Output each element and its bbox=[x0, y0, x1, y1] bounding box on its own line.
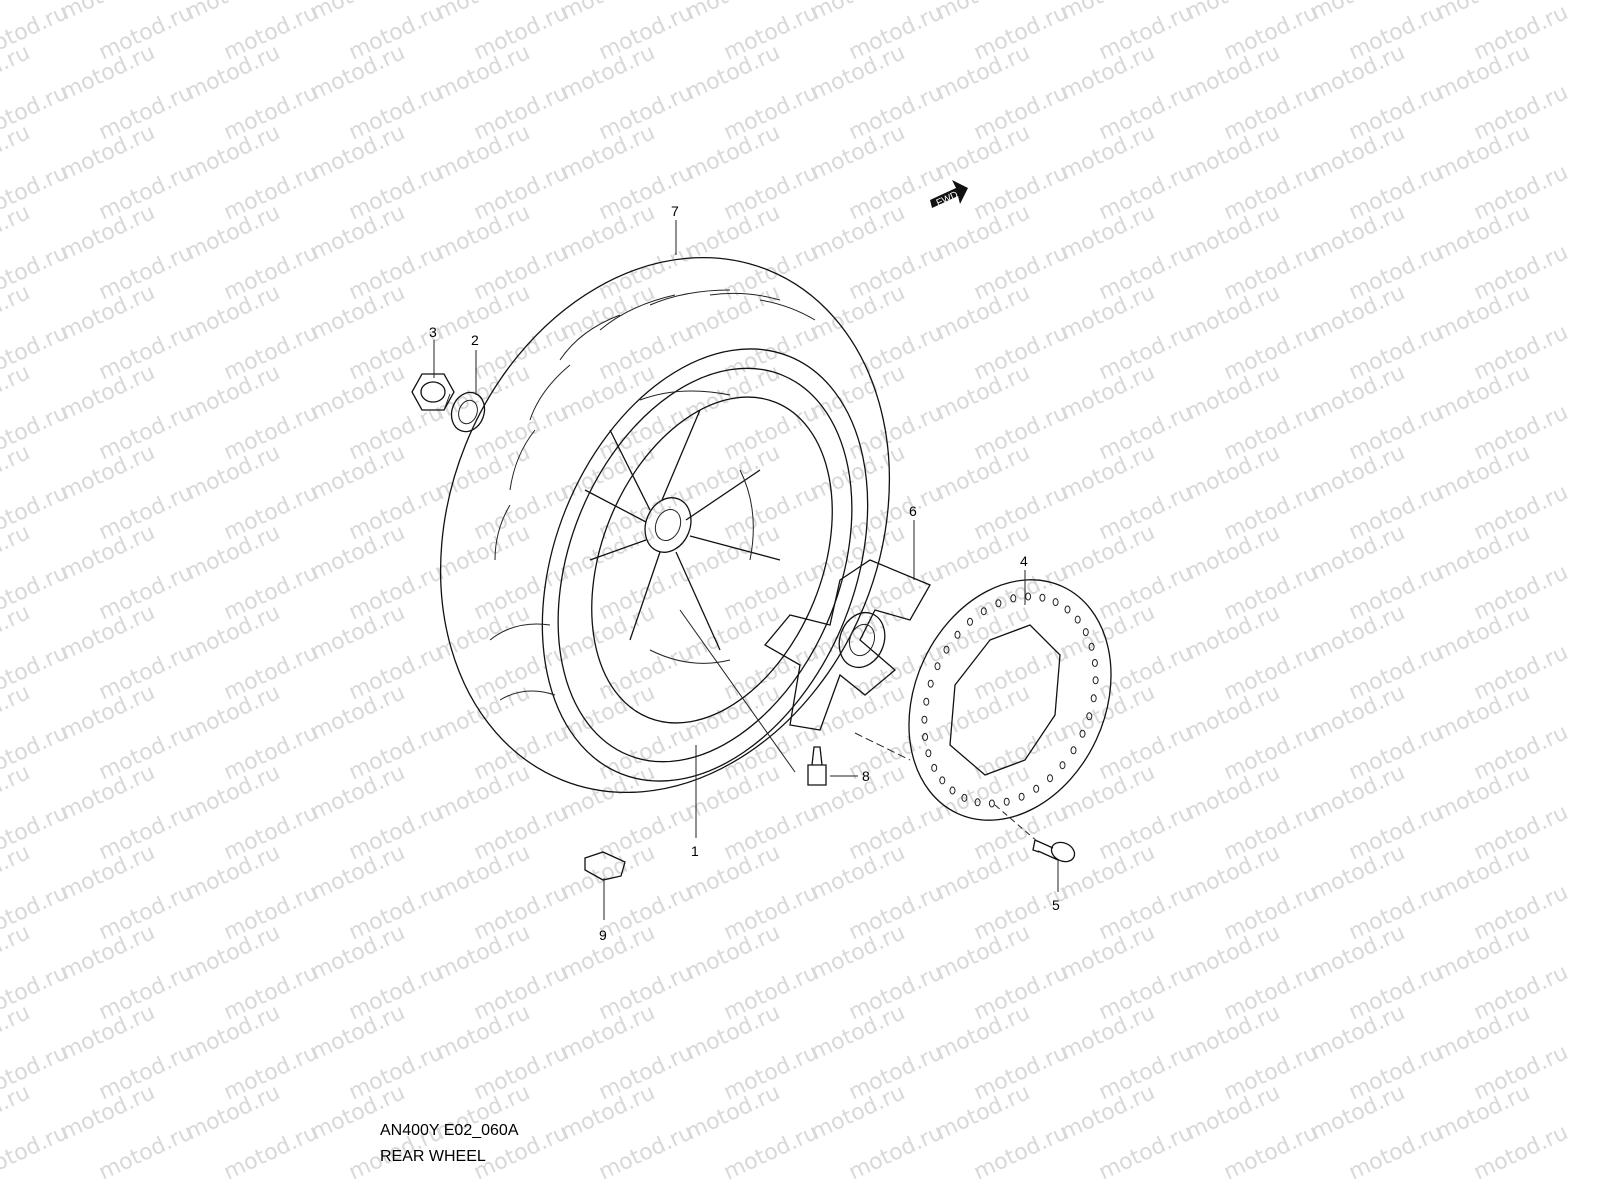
disc-hole bbox=[925, 749, 932, 758]
fwd-label: FWD bbox=[935, 190, 960, 210]
disc-hole bbox=[967, 617, 973, 626]
watermark-text: motod.ru bbox=[970, 1120, 1072, 1185]
disc-hole bbox=[988, 799, 995, 808]
watermark-text: motod.ru bbox=[1220, 1120, 1322, 1185]
disc-hole bbox=[961, 793, 968, 802]
disc-hole bbox=[1052, 598, 1059, 607]
callout-5: 5 bbox=[1052, 897, 1060, 913]
callout-9: 9 bbox=[599, 927, 607, 943]
disc-hole bbox=[1010, 594, 1017, 603]
disc-hole bbox=[1033, 784, 1040, 793]
leader-lines bbox=[433, 220, 1059, 920]
callout-2: 2 bbox=[471, 332, 479, 348]
watermark-text: motod.ru bbox=[220, 1120, 322, 1185]
disc-bolt bbox=[1032, 839, 1076, 863]
wheel-rim bbox=[557, 367, 853, 763]
disc-hole bbox=[1090, 694, 1097, 703]
disc-hole bbox=[1064, 605, 1071, 614]
callout-3: 3 bbox=[429, 324, 437, 340]
watermark-text: motod.ru bbox=[720, 1120, 822, 1185]
disc-hole bbox=[939, 776, 946, 785]
callout-4: 4 bbox=[1020, 553, 1028, 569]
disc-hole bbox=[1059, 761, 1066, 770]
brake-disc bbox=[908, 579, 1112, 821]
watermark-layer: motod.ru motod.ru motod.ru motod.ru motod.ru… bbox=[0, 0, 1572, 1185]
disc-hole bbox=[922, 733, 929, 741]
disc-hole bbox=[1079, 729, 1086, 738]
diagram-title: REAR WHEEL bbox=[380, 1148, 486, 1165]
watermark-text: motod.ru bbox=[0, 1120, 72, 1185]
disc-hole bbox=[927, 679, 934, 688]
disc-hole bbox=[954, 630, 961, 639]
callout-8: 8 bbox=[862, 768, 870, 784]
disc-hole bbox=[1082, 628, 1089, 637]
callout-6: 6 bbox=[909, 503, 917, 519]
disc-hole bbox=[1025, 592, 1032, 601]
disc-hole bbox=[934, 662, 941, 671]
disc-hole bbox=[995, 599, 1002, 608]
disc-hole bbox=[1086, 712, 1093, 721]
disc-hole bbox=[1047, 774, 1053, 783]
callout-1: 1 bbox=[691, 843, 699, 859]
balance-weight bbox=[584, 851, 626, 881]
disc-hole bbox=[923, 697, 930, 706]
watermark-text: motod.ru bbox=[1095, 1120, 1197, 1185]
brake-disc-hub bbox=[764, 559, 931, 731]
disc-hole bbox=[1003, 797, 1010, 806]
watermark-text: motod.ru bbox=[95, 1120, 197, 1185]
axle-nut bbox=[411, 373, 455, 411]
disc-hole bbox=[931, 763, 938, 772]
disc-hole bbox=[1091, 659, 1098, 667]
disc-hole bbox=[980, 607, 987, 616]
watermark-text: motod.ru bbox=[845, 1120, 947, 1185]
tire bbox=[439, 256, 891, 794]
disc-hole bbox=[1092, 676, 1099, 685]
tire-valve bbox=[807, 746, 827, 786]
disc-hole bbox=[1070, 746, 1077, 755]
disc-hole bbox=[921, 715, 928, 724]
diagram-code: AN400Y E02_060A bbox=[380, 1122, 519, 1139]
callout-7: 7 bbox=[671, 203, 679, 219]
disc-hole bbox=[1088, 642, 1095, 651]
disc-hole bbox=[943, 645, 950, 654]
watermark-text: motod.ru bbox=[1470, 1120, 1572, 1185]
washer bbox=[450, 391, 486, 433]
disc-hole bbox=[1074, 615, 1081, 624]
disc-hole bbox=[974, 798, 981, 807]
disc-hole bbox=[1039, 593, 1046, 602]
watermark-text: motod.ru bbox=[1345, 1120, 1447, 1185]
disc-hole bbox=[949, 786, 956, 795]
watermark-text: motod.ru bbox=[595, 1120, 697, 1185]
disc-hole bbox=[1018, 792, 1025, 801]
